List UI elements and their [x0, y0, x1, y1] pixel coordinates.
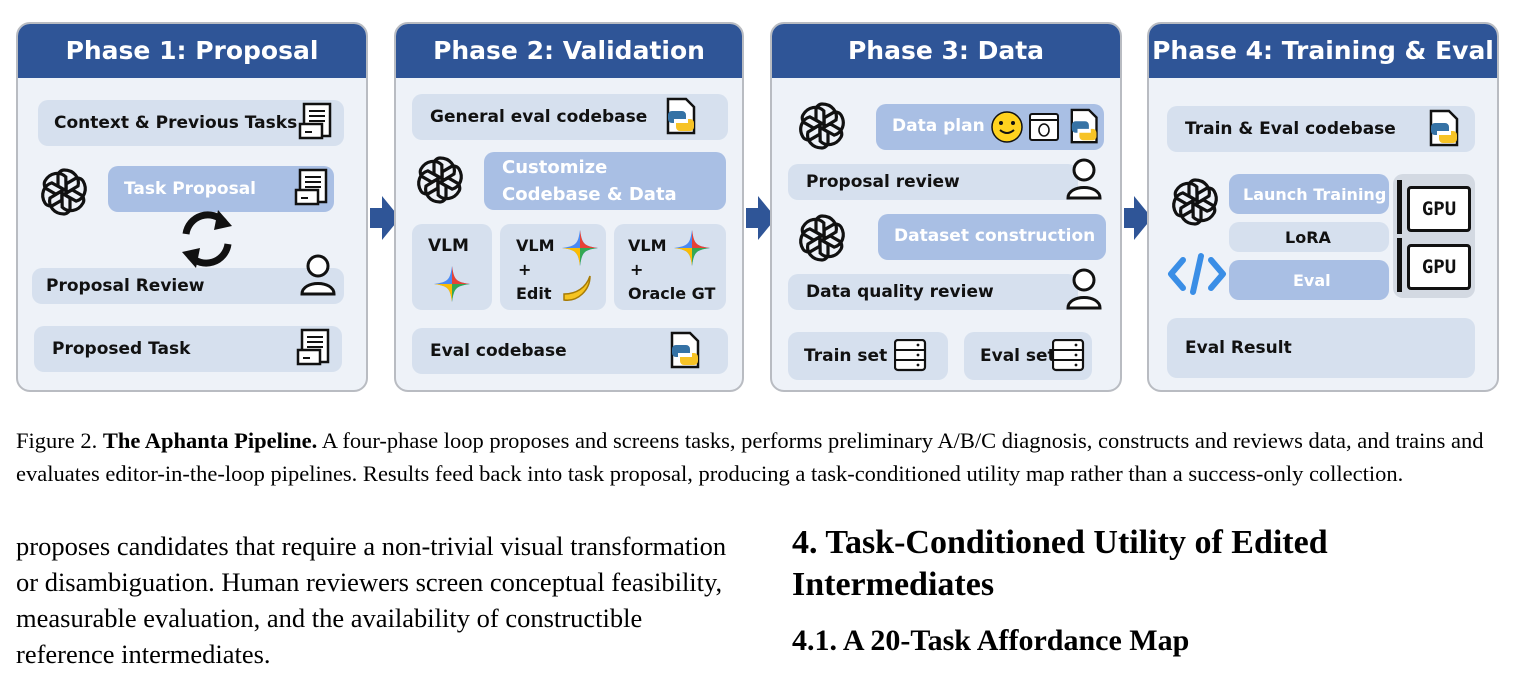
python-file-icon [1070, 108, 1098, 144]
dataset-construction-box: Dataset construction [878, 214, 1106, 260]
user-icon [1066, 268, 1102, 310]
vlm-oracle-line-2: + [630, 260, 644, 279]
phase-3-panel: Phase 3: Data Data plan Proposal review … [770, 22, 1122, 392]
vlm-oracle-line-1: VLM [628, 236, 667, 255]
gemini-star-icon [562, 230, 598, 266]
openai-logo-icon [34, 162, 94, 222]
phase-2-panel: Phase 2: Validation General eval codebas… [394, 22, 744, 392]
loop-arrows-icon [182, 210, 232, 268]
python-file-icon [1429, 109, 1459, 147]
customize-box: Customize Codebase & Data [484, 152, 726, 210]
python-file-icon [666, 97, 696, 135]
body-paragraph: proposes candidates that require a non-t… [16, 531, 727, 669]
subsection-heading: 4.1. A 20-Task Affordance Map [792, 624, 1190, 657]
customize-line-2: Codebase & Data [502, 184, 677, 205]
code-icon [1168, 253, 1226, 295]
figure-caption: Figure 2. The Aphanta Pipeline. A four-p… [16, 424, 1506, 490]
openai-logo-icon [792, 208, 852, 268]
phase-2-title: Phase 2: Validation [396, 24, 742, 78]
train-set-box: Train set [788, 332, 948, 380]
eval-codebase-label: Eval codebase [430, 341, 567, 361]
launch-training-label: Launch Training [1243, 185, 1387, 204]
python-file-icon [670, 331, 700, 369]
eval-label: Eval [1293, 271, 1331, 290]
vlm-oracle-box: VLM + Oracle GT [614, 224, 726, 310]
arrow-stem-1 [370, 208, 384, 228]
phase-3-title: Phase 3: Data [772, 24, 1120, 78]
gpu-rack: GPU GPU [1393, 174, 1475, 298]
eval-set-box: Eval set [964, 332, 1092, 380]
user-icon [1066, 158, 1102, 200]
vlm-oracle-line-3: Oracle GT [628, 284, 716, 303]
vlm-edit-box: VLM + Edit [500, 224, 606, 310]
lora-label: LoRA [1285, 228, 1331, 247]
section-heading: 4. Task-Conditioned Utility of Edited In… [792, 524, 1328, 603]
general-eval-label: General eval codebase [430, 107, 648, 127]
lora-box: LoRA [1229, 222, 1389, 252]
context-box: Context & Previous Tasks [38, 100, 344, 146]
vlm-label: VLM [428, 236, 469, 256]
document-icon [298, 102, 332, 140]
phase-4-title: Phase 4: Training & Eval [1149, 24, 1497, 78]
task-proposal-box: Task Proposal [108, 166, 334, 212]
caption-title: The Aphanta Pipeline. [102, 428, 318, 453]
task-proposal-label: Task Proposal [124, 179, 257, 199]
gpu-bracket-2 [1397, 238, 1402, 292]
database-icon [894, 339, 927, 372]
dataset-construction-label: Dataset construction [894, 226, 1096, 246]
proposed-task-box: Proposed Task [34, 326, 342, 372]
eval-result-label: Eval Result [1185, 338, 1292, 358]
gemini-star-icon [434, 266, 470, 302]
openai-logo-icon [792, 96, 852, 156]
openai-logo-icon [1165, 172, 1225, 232]
caption-prefix: Figure 2. [16, 428, 98, 453]
vlm-edit-line-3: Edit [516, 284, 552, 303]
proposal-review-label: Proposal review [806, 172, 960, 192]
customize-line-1: Customize [502, 157, 608, 178]
data-quality-review-box: Data quality review [788, 274, 1078, 310]
eval-codebase-box: Eval codebase [412, 328, 728, 374]
gemini-star-icon [674, 230, 710, 266]
vlm-edit-line-2: + [518, 260, 532, 279]
caption-text: A four-phase loop proposes and screens t… [16, 428, 1484, 486]
document-icon [296, 328, 330, 366]
train-eval-codebase-label: Train & Eval codebase [1185, 119, 1396, 139]
database-icon [1052, 339, 1085, 372]
eval-result-box: Eval Result [1167, 318, 1475, 378]
hugging-face-icon [991, 111, 1023, 143]
data-plan-box: Data plan [876, 104, 1104, 150]
browser-bug-icon [1029, 113, 1059, 141]
proposal-review-label: Proposal Review [46, 276, 205, 296]
data-plan-label: Data plan [892, 116, 985, 136]
phase-1-panel: Phase 1: Proposal Context & Previous Tas… [16, 22, 368, 392]
general-eval-box: General eval codebase [412, 94, 728, 140]
banana-icon [563, 275, 591, 301]
proposal-review-box: Proposal review [788, 164, 1078, 200]
proposal-review-box: Proposal Review [32, 268, 344, 304]
gpu-bracket-1 [1397, 180, 1402, 234]
eval-box: Eval [1229, 260, 1389, 300]
gpu-card-2: GPU [1407, 244, 1471, 290]
context-label: Context & Previous Tasks [54, 113, 298, 133]
proposed-task-label: Proposed Task [52, 339, 191, 359]
data-quality-review-label: Data quality review [806, 282, 994, 302]
user-icon [300, 254, 336, 296]
eval-set-label: Eval set [980, 346, 1056, 366]
train-set-label: Train set [804, 346, 888, 366]
launch-training-box: Launch Training [1229, 174, 1389, 214]
arrow-stem-2 [746, 208, 760, 228]
vlm-box: VLM [412, 224, 492, 310]
phase-1-title: Phase 1: Proposal [18, 24, 366, 78]
vlm-edit-line-1: VLM [516, 236, 555, 255]
document-icon [294, 168, 328, 206]
openai-logo-icon [410, 150, 470, 210]
gpu-card-1: GPU [1407, 186, 1471, 232]
phase-4-panel: Phase 4: Training & Eval Train & Eval co… [1147, 22, 1499, 392]
train-eval-codebase-box: Train & Eval codebase [1167, 106, 1475, 152]
